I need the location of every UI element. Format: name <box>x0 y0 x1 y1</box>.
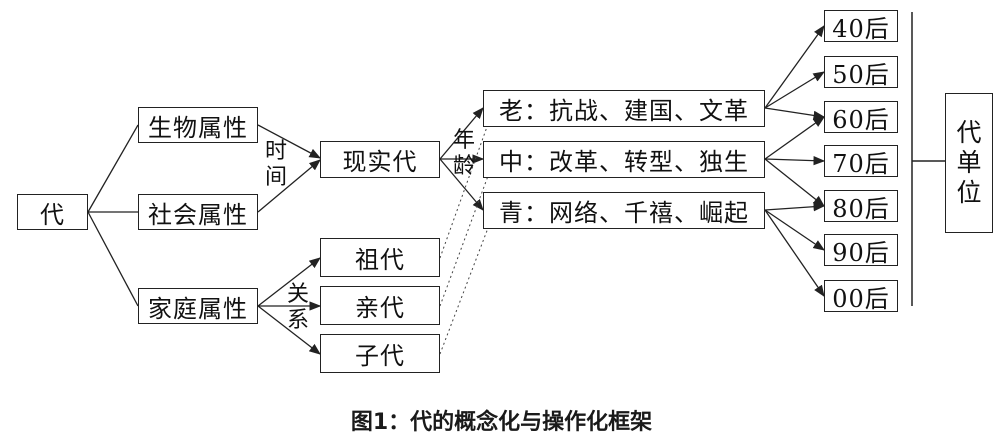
family-generation-parent: 亲代 <box>320 286 440 325</box>
arrow-reality-old <box>439 107 484 160</box>
time-label: 时 间 <box>263 139 289 191</box>
time-label-char-2: 间 <box>264 165 287 190</box>
arrow-middle-80 <box>764 158 825 207</box>
cohort-80s: 80后 <box>824 190 898 223</box>
cohort-60s: 60后 <box>824 101 898 134</box>
cohort-00s: 00后 <box>824 280 898 313</box>
dotted-grand-old <box>439 123 489 259</box>
age-group-middle: 中：改革、转型、独生 <box>483 141 765 178</box>
arrow-old-50 <box>764 71 825 109</box>
arrow-middle-60 <box>764 116 825 160</box>
arrow-family-grand <box>257 257 321 307</box>
age-label: 年 龄 <box>451 128 477 180</box>
age-label-char-1: 年 <box>452 128 475 153</box>
arrow-young-00 <box>764 209 825 297</box>
age-group-old: 老：抗战、建国、文革 <box>483 90 765 127</box>
generation-unit-char-2: 单 <box>956 148 982 177</box>
dotted-child-young <box>439 227 489 355</box>
relation-label: 关 系 <box>285 282 311 334</box>
relation-label-char-2: 系 <box>286 308 309 333</box>
generation-unit-char-1: 代 <box>956 118 982 147</box>
cohort-70s: 70后 <box>824 145 898 178</box>
age-label-char-2: 龄 <box>452 154 475 179</box>
family-generation-child: 子代 <box>320 334 440 373</box>
cohort-50s: 50后 <box>824 56 898 89</box>
relation-label-char-1: 关 <box>286 282 309 307</box>
generation-unit-node: 代 单 位 <box>945 93 993 233</box>
attribute-biological: 生物属性 <box>138 107 258 143</box>
age-group-young: 青：网络、千禧、崛起 <box>483 192 765 229</box>
family-generation-grand: 祖代 <box>320 238 440 277</box>
figure-caption: 图1：代的概念化与操作化框架 <box>350 410 653 435</box>
generation-unit-char-3: 位 <box>956 178 982 207</box>
cohort-90s: 90后 <box>824 234 898 267</box>
root-node: 代 <box>17 194 88 230</box>
cohort-40s: 40后 <box>824 10 898 43</box>
arrow-young-90 <box>764 209 825 251</box>
attribute-social: 社会属性 <box>138 194 258 230</box>
attribute-family: 家庭属性 <box>138 288 258 324</box>
arrow-middle-70 <box>764 155 826 166</box>
time-label-char-1: 时 <box>264 139 287 164</box>
line-root-family <box>87 211 139 307</box>
arrow-bio-reality <box>257 124 322 159</box>
dotted-parent-middle <box>439 175 489 307</box>
line-root-bio <box>87 124 139 213</box>
arrow-old-40 <box>764 25 825 109</box>
arrow-reality-young <box>439 158 484 211</box>
arrow-social-reality <box>257 159 321 213</box>
arrow-young-80 <box>764 202 826 212</box>
reality-generation-node: 现实代 <box>320 141 440 178</box>
arrow-family-child <box>257 305 321 355</box>
arrow-old-60 <box>764 107 826 121</box>
